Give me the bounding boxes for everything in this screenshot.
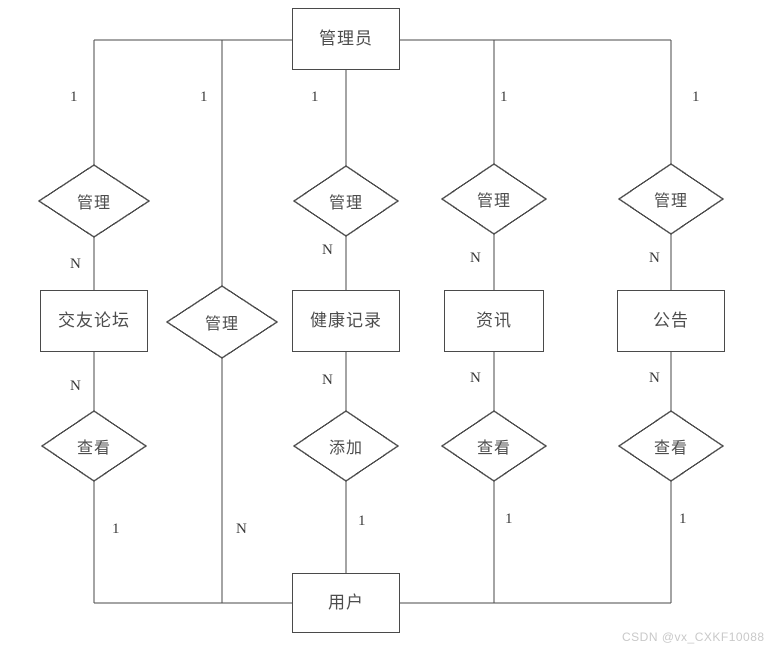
cardinality-admin-user: 1: [200, 89, 208, 105]
cardinality-admin-notice: 1: [692, 89, 700, 105]
cardinality-noticeview-user-1: 1: [679, 511, 687, 527]
diamond-manage-user: [165, 285, 279, 359]
cardinality-admin-forum: 1: [70, 89, 78, 105]
cardinality-manage-forum-n: N: [70, 256, 81, 272]
entity-friend-forum-label: 交友论坛: [58, 310, 130, 330]
entity-news-label: 资讯: [476, 310, 512, 330]
diamond-view-news: [440, 410, 548, 482]
diamond-view-notice: [617, 410, 725, 482]
diamond-view-forum: [40, 410, 148, 482]
cardinality-notice-view-n: N: [649, 370, 660, 386]
entity-announcement-label: 公告: [653, 310, 689, 330]
cardinality-news-view-n: N: [470, 370, 481, 386]
entity-friend-forum[interactable]: 交友论坛: [40, 290, 148, 352]
cardinality-health-add-n: N: [322, 372, 333, 388]
cardinality-newsview-user-1: 1: [505, 511, 513, 527]
diamond-manage-forum: [37, 164, 151, 238]
cardinality-admin-news: 1: [500, 89, 508, 105]
cardinality-manage-news-n: N: [470, 250, 481, 266]
cardinality-manage-notice-n: N: [649, 250, 660, 266]
cardinality-manage-user-n: N: [236, 521, 247, 537]
entity-admin[interactable]: 管理员: [292, 8, 400, 70]
diamond-manage-news: [440, 163, 548, 235]
diamond-add-health: [292, 410, 400, 482]
diamond-manage-notice: [617, 163, 725, 235]
entity-news[interactable]: 资讯: [444, 290, 544, 352]
diamond-manage-health: [292, 165, 400, 237]
cardinality-admin-health: 1: [311, 89, 319, 105]
entity-health-record-label: 健康记录: [310, 310, 382, 330]
cardinality-add-user-1: 1: [358, 513, 366, 529]
cardinality-forum-view-n: N: [70, 378, 81, 394]
entity-admin-label: 管理员: [319, 28, 373, 48]
csdn-watermark: CSDN @vx_CXKF10088: [622, 630, 765, 644]
cardinality-manage-health-n: N: [322, 242, 333, 258]
entity-health-record[interactable]: 健康记录: [292, 290, 400, 352]
entity-announcement[interactable]: 公告: [617, 290, 725, 352]
entity-user[interactable]: 用户: [292, 573, 400, 633]
entity-user-label: 用户: [328, 592, 364, 612]
cardinality-view-user-1: 1: [112, 521, 120, 537]
